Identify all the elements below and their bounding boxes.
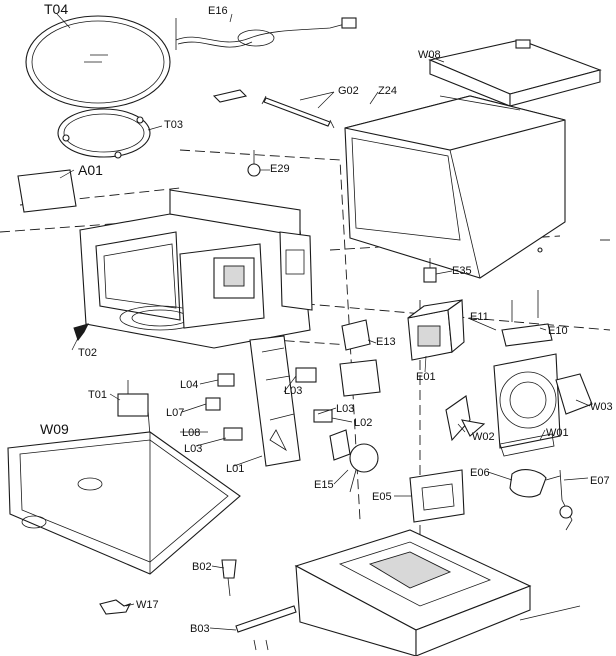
label-l03-lower: L03 <box>184 443 202 455</box>
label-l03-right: L03 <box>336 403 354 415</box>
cover-sheet-a01 <box>17 169 77 213</box>
label-w03: W03 <box>590 401 613 413</box>
motor-e15 <box>329 429 379 493</box>
capacitor-e06 <box>509 469 561 498</box>
label-e13: E13 <box>376 336 396 348</box>
label-e01: E01 <box>416 371 436 383</box>
bottom-tray <box>294 529 532 656</box>
label-l01: L01 <box>226 463 244 475</box>
foot-b02 <box>221 559 237 597</box>
label-g02: G02 <box>338 85 359 97</box>
roller-ring-t03 <box>57 108 151 159</box>
label-w08: W08 <box>418 49 441 61</box>
label-z24: Z24 <box>378 85 397 97</box>
label-t04: T04 <box>44 1 68 17</box>
terminal-block-e10-e11 <box>501 290 553 347</box>
transformer-e01 <box>407 298 465 361</box>
label-e16: E16 <box>208 5 228 17</box>
thermal-cutout-e35 <box>423 258 437 283</box>
label-l02: L02 <box>354 417 372 429</box>
cord-line <box>519 605 581 621</box>
top-bracket <box>212 89 248 103</box>
label-e29: E29 <box>270 163 290 175</box>
capacitor-e05 <box>409 469 465 523</box>
label-w01: W01 <box>546 427 569 439</box>
thermostat-e13 <box>339 319 381 397</box>
label-w09: W09 <box>40 421 69 437</box>
label-e11: E11 <box>470 311 489 323</box>
strip-b03 <box>235 605 297 651</box>
leader-lines <box>56 13 591 631</box>
turntable-motor-t01 <box>117 380 151 437</box>
oven-cavity-assembly <box>79 189 313 349</box>
part-labels: T04 E16 W08 G02 Z24 T03 A01 E29 E35 T02 … <box>40 1 613 635</box>
label-e05: E05 <box>372 491 392 503</box>
lamp-e29 <box>247 150 261 177</box>
label-e15: E15 <box>314 479 334 491</box>
label-l04: L04 <box>180 379 198 391</box>
label-w02: W02 <box>472 431 495 443</box>
door-latch-assembly <box>205 335 333 467</box>
label-e35: E35 <box>452 265 472 277</box>
label-t02: T02 <box>78 347 97 359</box>
bracket-w17 <box>99 599 132 615</box>
label-e10: E10 <box>548 325 568 337</box>
base-plate-w09 <box>7 431 241 575</box>
label-l08: L08 <box>182 427 200 439</box>
label-a01: A01 <box>78 162 103 178</box>
label-t03: T03 <box>164 119 183 131</box>
label-t01: T01 <box>88 389 107 401</box>
fan-assembly <box>445 353 593 457</box>
turntable-glass-t04 <box>25 15 171 109</box>
coupler-t02 <box>73 323 89 342</box>
label-b02: B02 <box>192 561 212 573</box>
wire-harness-e16 <box>175 17 357 50</box>
grill-heater-g02 <box>261 95 335 129</box>
label-e06: E06 <box>470 467 490 479</box>
top-plate-w08 <box>428 39 602 107</box>
label-w17: W17 <box>136 599 159 611</box>
label-b03: B03 <box>190 623 210 635</box>
diode-e07 <box>559 469 573 531</box>
label-l03-upper: L03 <box>284 385 302 397</box>
label-l07: L07 <box>166 407 184 419</box>
label-e07: E07 <box>590 475 610 487</box>
outer-case-z24 <box>344 95 566 279</box>
